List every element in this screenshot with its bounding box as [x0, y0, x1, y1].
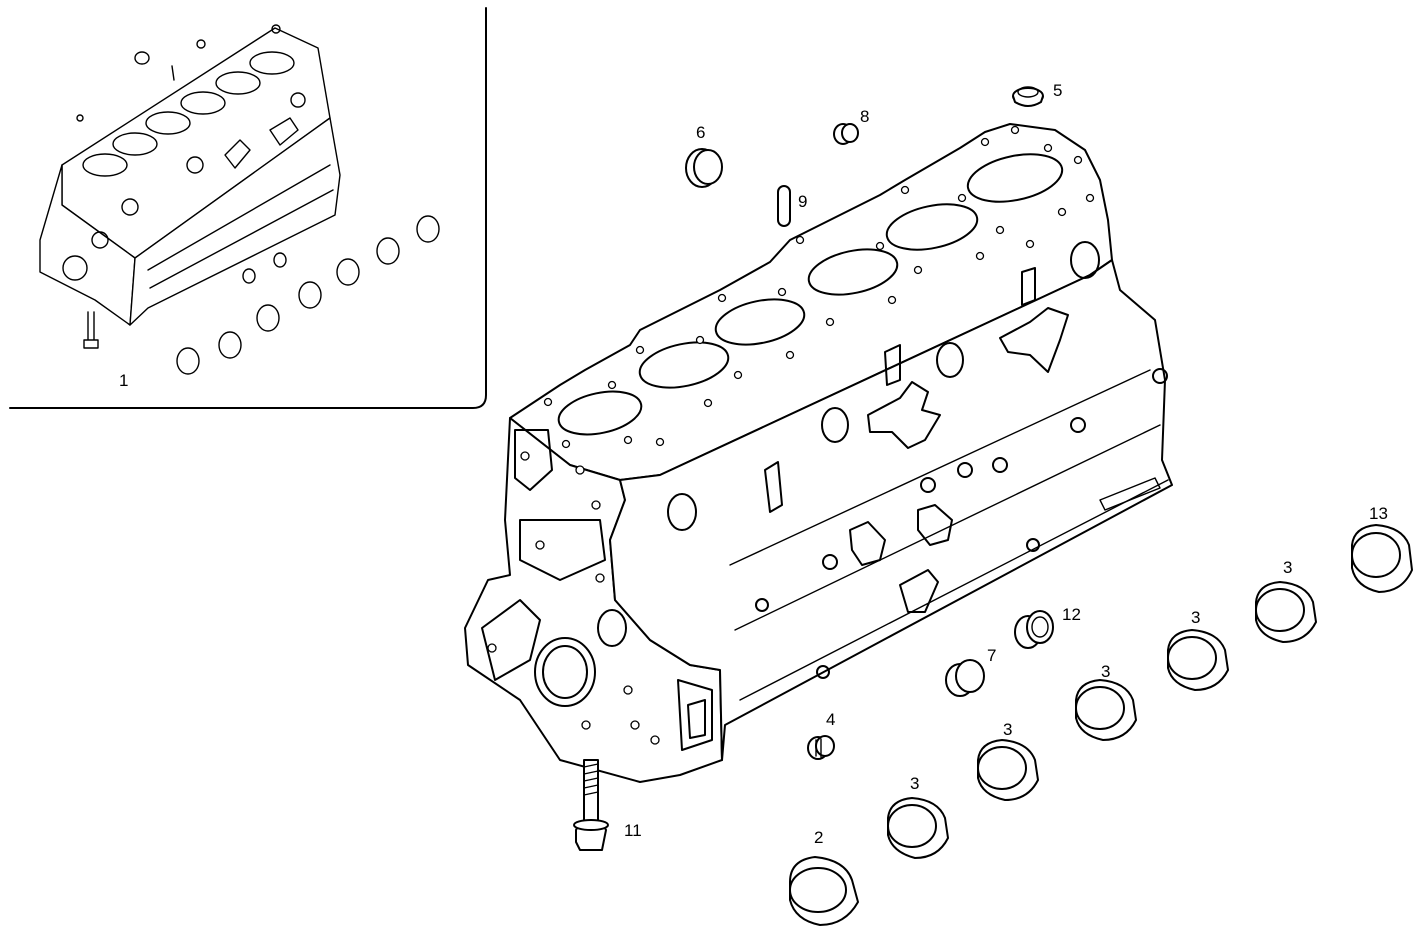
callout-13: 13 — [1369, 504, 1388, 523]
callout-labels: 5 6 8 9 13 3 12 3 7 3 4 3 3 11 2 — [624, 81, 1388, 847]
part-8-plug — [833, 123, 859, 145]
part-7-bushing — [945, 659, 985, 697]
inset-assembly-view: 1 — [9, 7, 487, 409]
part-6-core-plug — [685, 148, 723, 188]
part-9-pin — [777, 185, 791, 227]
callout-3-c: 3 — [1101, 662, 1110, 681]
callout-9: 9 — [798, 192, 807, 211]
callout-4: 4 — [826, 710, 835, 729]
bearing-shell-3-b — [977, 739, 1039, 801]
bearing-shell-3-c — [1075, 679, 1137, 741]
bearing-shell-3-a — [887, 797, 949, 859]
part-4-plug — [807, 735, 835, 760]
callout-6: 6 — [696, 123, 705, 142]
callout-12: 12 — [1062, 605, 1081, 624]
bearing-shell-3-e — [1255, 581, 1317, 643]
cylinder-bores — [557, 153, 1064, 436]
side-bosses-and-ports — [667, 241, 1169, 701]
front-face-details — [481, 429, 713, 751]
callout-3-e: 3 — [1283, 558, 1292, 577]
bearing-shell-2 — [789, 856, 859, 926]
part-12-bushing — [1014, 610, 1054, 649]
callout-3-b: 3 — [1003, 720, 1012, 739]
callout-3-d: 3 — [1191, 608, 1200, 627]
part-11-bolt — [573, 759, 609, 851]
callout-3-a: 3 — [910, 774, 919, 793]
bearing-shell-13 — [1351, 524, 1413, 593]
callout-1: 1 — [119, 371, 128, 390]
head-bolt-holes — [543, 125, 1095, 449]
callout-8: 8 — [860, 107, 869, 126]
callout-5: 5 — [1053, 81, 1062, 100]
inset-bearing-shells — [176, 215, 440, 375]
inset-cylinder-bores — [82, 51, 295, 177]
part-5-plug — [1012, 86, 1044, 107]
main-bearing-shells — [789, 524, 1413, 926]
bearing-shell-3-d — [1167, 629, 1229, 691]
callout-2: 2 — [814, 828, 823, 847]
callout-7: 7 — [987, 646, 996, 665]
inset-engine-block — [39, 24, 341, 349]
callout-11: 11 — [624, 821, 642, 840]
main-engine-block — [464, 123, 1173, 783]
inset-frame — [9, 7, 487, 409]
block-side-face — [609, 259, 1173, 761]
